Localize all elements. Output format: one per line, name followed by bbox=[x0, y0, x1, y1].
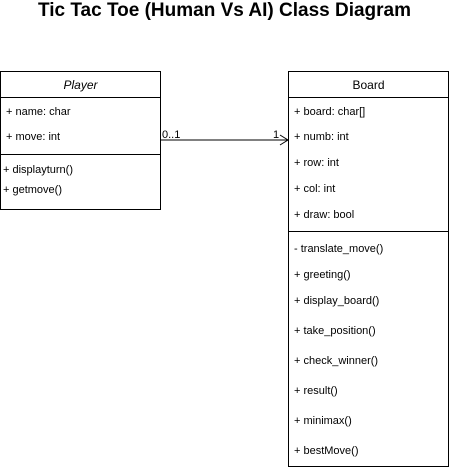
board-method-bestmove: + bestMove() bbox=[294, 445, 359, 457]
player-method-getmove: + getmove() bbox=[3, 184, 62, 196]
board-method-check-winner: + check_winner() bbox=[294, 355, 379, 367]
association-arrowhead bbox=[279, 134, 289, 146]
board-attribute-board: + board: char[] bbox=[294, 106, 366, 118]
board-method-display-board: + display_board() bbox=[294, 295, 380, 307]
board-class-name: Board bbox=[289, 72, 448, 98]
source-multiplicity: 0..1 bbox=[162, 129, 181, 141]
player-class[interactable]: Player + name: char + move: int + displa… bbox=[0, 71, 161, 210]
board-method-translate-move: - translate_move() bbox=[294, 243, 384, 255]
board-attribute-row: + row: int bbox=[294, 157, 339, 169]
diagram-title: Tic Tac Toe (Human Vs AI) Class Diagram bbox=[37, 0, 412, 21]
player-attribute-move: + move: int bbox=[6, 131, 61, 143]
player-divider bbox=[1, 154, 160, 155]
board-attribute-numb: + numb: int bbox=[294, 131, 349, 143]
target-multiplicity: 1 bbox=[273, 129, 280, 141]
board-divider bbox=[289, 231, 448, 232]
player-class-name: Player bbox=[1, 72, 160, 98]
board-method-greeting: + greeting() bbox=[294, 269, 351, 281]
board-method-minimax: + minimax() bbox=[294, 415, 352, 427]
player-method-displayturn: + displayturn() bbox=[3, 164, 74, 176]
board-attribute-draw: + draw: bool bbox=[294, 209, 355, 221]
board-method-result: + result() bbox=[294, 385, 338, 397]
player-attribute-name: + name: char bbox=[6, 106, 71, 118]
board-attribute-col: + col: int bbox=[294, 183, 336, 195]
board-class[interactable]: Board + board: char[] + numb: int + row:… bbox=[288, 71, 449, 467]
board-method-take-position: + take_position() bbox=[294, 325, 376, 337]
